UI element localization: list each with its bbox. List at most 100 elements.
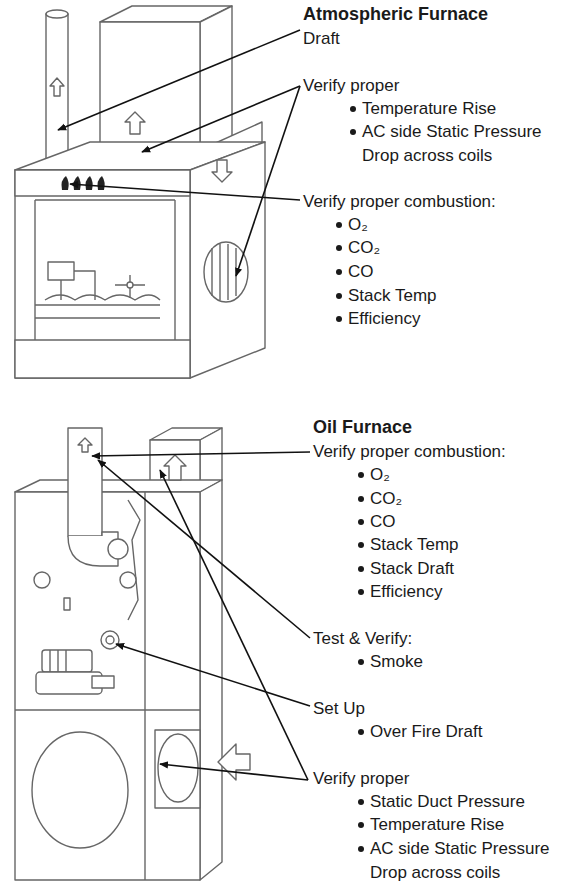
overfire-port (101, 631, 119, 649)
leader-line (58, 30, 300, 130)
bullet-dot (358, 729, 364, 735)
blower-vanes (212, 244, 236, 300)
flow-arrow (78, 438, 92, 452)
bullet-item: O₂ (348, 213, 368, 237)
leader-line (116, 644, 310, 706)
burner-tube (92, 676, 114, 688)
bullet-item: Stack Temp (370, 533, 459, 557)
gas-valve (48, 262, 74, 280)
gas-line (61, 271, 95, 300)
section-heading: Oil Furnace (313, 416, 412, 440)
bullet-dot (358, 799, 364, 805)
leader-line (92, 452, 310, 456)
flow-arrow (164, 455, 186, 480)
overfire-port (106, 636, 114, 644)
panel-line (35, 199, 175, 200)
bullet-dot (358, 659, 364, 665)
bullet-dot (358, 822, 364, 828)
heat-exchanger (128, 500, 140, 620)
bullet-dot (358, 846, 364, 852)
flow-arrow (212, 160, 232, 182)
cabinet-top (15, 480, 222, 492)
callout-text: Test & Verify: (313, 627, 412, 651)
bullet-dot (358, 472, 364, 478)
bullet-item: Temperature Rise (370, 813, 504, 837)
burner-flames (62, 176, 69, 190)
section-heading: Atmospheric Furnace (303, 3, 488, 27)
bullet-item: Stack Temp (348, 284, 437, 308)
bullet-item: Efficiency (348, 307, 420, 331)
burner-tubes (45, 295, 160, 300)
burner-flames (74, 176, 81, 190)
flow-arrow (125, 112, 145, 134)
bullet-dot (358, 496, 364, 502)
burner-band (15, 170, 190, 196)
bullet-item: Efficiency (370, 580, 442, 604)
flue-cap (46, 10, 68, 18)
return-duct (155, 730, 200, 808)
leader-lines (58, 30, 310, 780)
bullet-dot (336, 245, 342, 251)
leader-line (142, 86, 300, 152)
inspection-port (34, 572, 50, 588)
gas-cock (127, 282, 133, 288)
callout-text: Verify proper (313, 767, 409, 791)
bullet-item: Stack Draft (370, 557, 454, 581)
bullet-dot (358, 589, 364, 595)
cabinet-front (15, 170, 190, 378)
oil-furnace (15, 428, 250, 880)
bullet-dot (336, 316, 342, 322)
cabinet-base (15, 340, 190, 378)
switch (64, 598, 70, 610)
burner-motor (42, 650, 92, 672)
bullet-dot (336, 222, 342, 228)
atmospheric-furnace (15, 6, 265, 378)
panel-line (174, 200, 175, 340)
cabinet-side (190, 142, 265, 378)
panel-line (34, 200, 35, 340)
bullet-dot (358, 542, 364, 548)
bullet-item: AC side Static Pressure Drop across coil… (362, 120, 552, 167)
bullet-dot (336, 269, 342, 275)
bullet-dot (358, 519, 364, 525)
manifold (35, 305, 160, 318)
flow-arrow (50, 78, 64, 96)
blower-wheel (32, 732, 128, 848)
leader-line (160, 470, 308, 780)
bullet-item: CO (348, 260, 374, 284)
panel-line (144, 492, 145, 710)
blower-wheel (204, 242, 248, 302)
callout-text: Verify proper (303, 74, 399, 98)
bullet-item: Smoke (370, 650, 423, 674)
panel-line (144, 710, 145, 880)
flue-collar (108, 539, 128, 559)
bullet-item: O₂ (370, 463, 390, 487)
flow-arrow (218, 744, 250, 780)
gas-cock (115, 275, 145, 298)
flue-pipe (68, 428, 102, 536)
callout-text: Draft (303, 27, 340, 51)
flue-pipe (46, 14, 68, 170)
cabinet-side (200, 480, 222, 880)
callout-text: Verify proper combustion: (313, 440, 506, 464)
leader-line (98, 460, 310, 638)
panel-line (15, 709, 200, 710)
leader-line (70, 184, 300, 200)
cabinet-front (15, 492, 200, 880)
bullet-item: AC side Static Pressure Drop across coil… (370, 837, 560, 884)
bullet-item: CO (370, 510, 396, 534)
bullet-item: Temperature Rise (362, 97, 496, 121)
callout-text: Set Up (313, 697, 365, 721)
burner-flames (86, 176, 93, 190)
callout-text: Verify proper combustion: (303, 190, 496, 214)
plenum-side (200, 6, 232, 156)
burner-flames (62, 176, 105, 190)
leader-line (236, 86, 300, 276)
bullet-dot (358, 566, 364, 572)
bullet-item: CO₂ (370, 487, 402, 511)
inspection-port (120, 572, 136, 588)
burner-flames (98, 176, 105, 190)
